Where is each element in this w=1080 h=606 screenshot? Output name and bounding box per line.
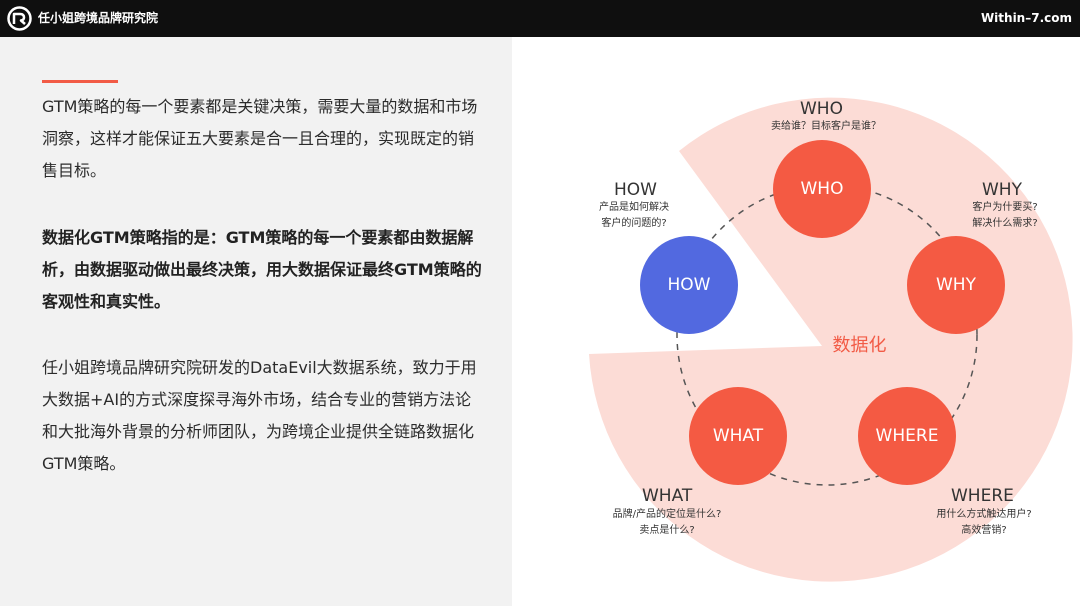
label-where-sub: 用什么方式触达用户? 高效营销? [936, 509, 1032, 536]
label-how-sub: 产品是如何解决 客户的问题的? [599, 202, 669, 229]
label-who-title: WHO [800, 99, 843, 119]
label-what-title: WHAT [642, 486, 693, 506]
text-panel: GTM策略的每一个要素都是关键决策，需要大量的数据和市场洞察，这样才能保证五大要… [0, 37, 512, 606]
label-who-sub: 卖给谁？目标客户是谁？ [771, 121, 881, 132]
accent-divider [42, 80, 118, 83]
label-where-title: WHERE [951, 486, 1014, 506]
node-how: HOW [640, 236, 738, 334]
paragraph-definition: 数据化GTM策略指的是：GTM策略的每一个要素都由数据解析，由数据驱动做出最终决… [42, 228, 482, 311]
node-why: WHY [907, 236, 1005, 334]
center-label: 数据化 [832, 335, 887, 356]
label-what-sub: 品牌/产品的定位是什么? 卖点是什么? [612, 509, 722, 536]
label-why-sub: 客户为什要买? 解决什么需求? [972, 202, 1038, 229]
node-where: WHERE [858, 387, 956, 485]
label-why-title: WHY [982, 180, 1022, 200]
paragraph-dataevil: 任小姐跨境品牌研究院研发的DataEvil大数据系统，致力于用大数据+AI的方式… [42, 358, 477, 473]
top-bar: 任小姐跨境品牌研究院 Within–7.com [0, 0, 1080, 37]
dashed-cycle-ring [676, 184, 978, 486]
node-what: WHAT [689, 387, 787, 485]
brand-name: 任小姐跨境品牌研究院 [38, 11, 159, 25]
gtm-diagram: WHO WHY HOW WHAT WHERE 数据化 WHO 卖给谁？目标客户是… [512, 37, 1080, 606]
brand-logo-icon [7, 6, 32, 31]
site-url: Within–7.com [980, 11, 1072, 25]
node-who: WHO [773, 140, 871, 238]
paragraph-intro: GTM策略的每一个要素都是关键决策，需要大量的数据和市场洞察，这样才能保证五大要… [42, 97, 478, 180]
label-how-title: HOW [614, 180, 657, 200]
